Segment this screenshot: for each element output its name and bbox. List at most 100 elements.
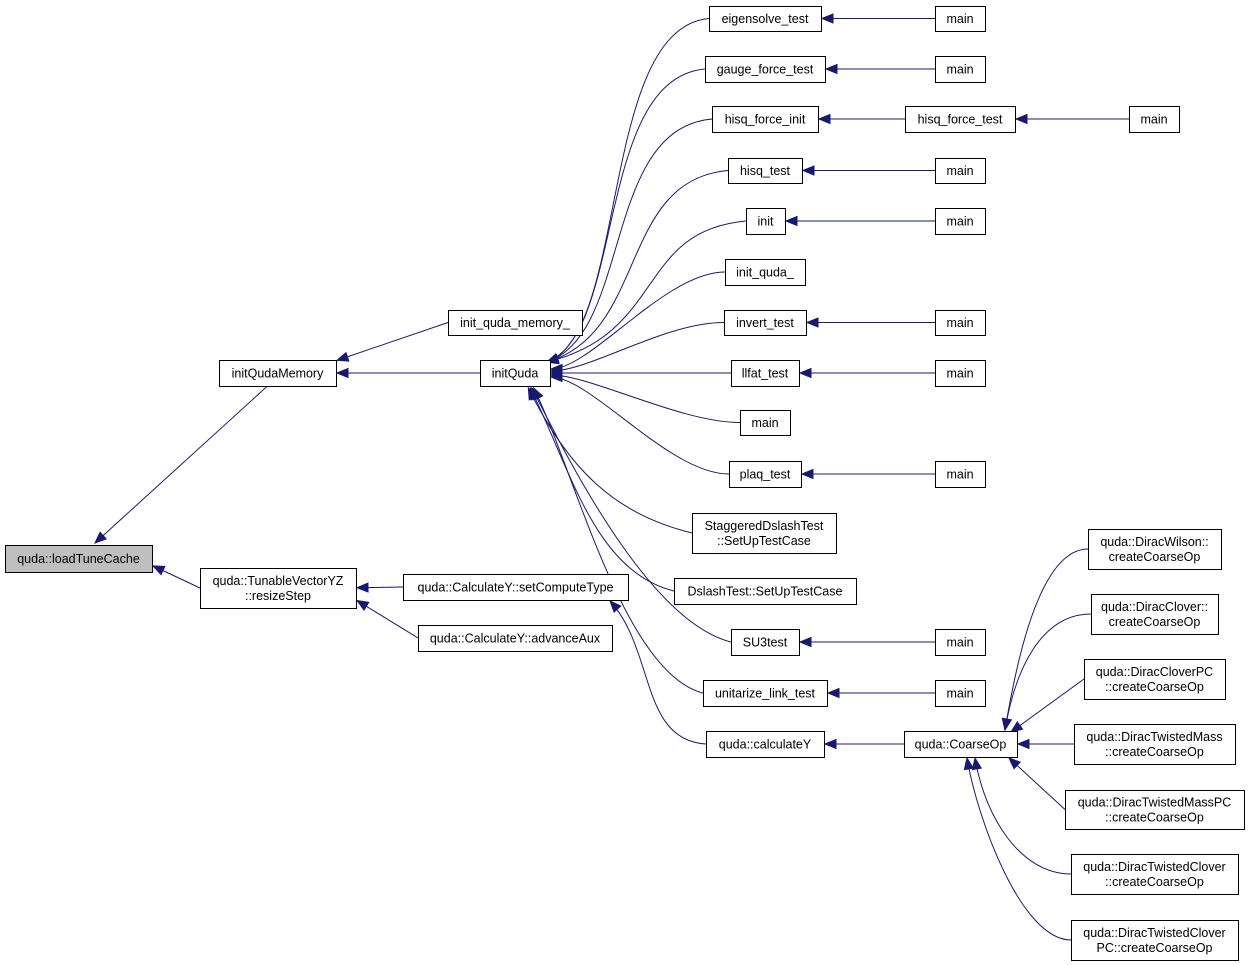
node-hisq_force_test[interactable]: hisq_force_test [905, 106, 1016, 133]
node-box [731, 360, 800, 387]
node-llfat_test[interactable]: llfat_test [731, 360, 800, 387]
node-box [729, 461, 802, 488]
node-label: hisq_force_test [918, 113, 1003, 127]
edge-init-to-initQuda [545, 220, 747, 365]
node-box [740, 410, 791, 436]
node-label: SU3test [743, 636, 788, 650]
node-eigensolve_test[interactable]: eigensolve_test [709, 6, 822, 32]
node-init_quda_[interactable]: init_quda_ [725, 259, 806, 286]
arrowhead-icon [826, 687, 840, 699]
arrowhead-icon [805, 317, 819, 328]
edge-line [550, 271, 726, 370]
arrowhead-icon [355, 582, 369, 593]
node-label: quda::DiracTwistedMass [1086, 730, 1222, 744]
node-main_iq[interactable]: main [740, 410, 791, 436]
node-label: initQuda [492, 367, 539, 381]
edge-line [609, 600, 707, 745]
node-label: DslashTest::SetUpTestCase [688, 585, 843, 599]
edge-line [550, 374, 741, 423]
edge-line [550, 322, 725, 372]
node-CoarseOp[interactable]: quda::CoarseOp [904, 731, 1018, 758]
edge-unitarize_link_test-to-initQuda [533, 386, 704, 694]
edge-twmasspc-to-CoarseOp [1008, 757, 1066, 810]
node-twclover[interactable]: quda::DiracTwistedClover::createCoarseOp [1071, 854, 1239, 895]
node-label: hisq_test [740, 164, 791, 178]
arrowhead-icon [784, 215, 798, 227]
node-box [418, 625, 613, 652]
node-label: quda::loadTuneCache [17, 552, 140, 566]
arrowhead-icon [1008, 757, 1022, 770]
node-twmasspc[interactable]: quda::DiracTwistedMassPC::createCoarseOp [1065, 790, 1245, 830]
node-initQudaMemory[interactable]: initQudaMemory [219, 360, 337, 387]
node-box [5, 545, 153, 573]
node-main_eig[interactable]: main [935, 6, 986, 32]
edge-line [1010, 678, 1085, 733]
node-label: plaq_test [740, 468, 791, 482]
edge-twcloverpc-to-CoarseOp [963, 756, 1072, 941]
node-main_gauge[interactable]: main [935, 56, 986, 83]
node-clover[interactable]: quda::DiracClover::createCoarseOp [1091, 594, 1219, 635]
node-init_quda_memory_[interactable]: init_quda_memory_ [448, 310, 583, 336]
edge-initQudaMemory-to-loadTuneCache [94, 385, 268, 544]
node-main_su3[interactable]: main [935, 629, 986, 656]
node-twmass[interactable]: quda::DiracTwistedMass::createCoarseOp [1074, 724, 1236, 765]
node-wilson[interactable]: quda::DiracWilson::createCoarseOp [1088, 529, 1222, 570]
node-main_invert[interactable]: main [935, 310, 986, 336]
node-dslash_setup[interactable]: DslashTest::SetUpTestCase [674, 578, 857, 605]
edges-layer [94, 13, 1129, 941]
node-label: quda::DiracCloverPC [1096, 665, 1213, 679]
node-label: init [758, 215, 775, 229]
node-label: quda::CalculateY::setComputeType [418, 581, 614, 595]
node-label: quda::TunableVectorYZ [213, 574, 344, 588]
node-gauge_force_test[interactable]: gauge_force_test [705, 56, 826, 83]
node-main_hisqf[interactable]: main [1129, 106, 1180, 133]
node-label: quda::DiracClover:: [1101, 600, 1208, 614]
edge-main_su3-to-SU3test [798, 636, 935, 648]
node-label: quda::DiracTwistedClover [1083, 860, 1225, 874]
node-twcloverpc[interactable]: quda::DiracTwistedCloverPC::createCoarse… [1071, 920, 1239, 961]
node-box [725, 259, 806, 286]
node-main_unit[interactable]: main [935, 680, 986, 707]
node-box [692, 513, 837, 554]
node-label: main [946, 687, 973, 701]
node-cloverpc[interactable]: quda::DiracCloverPC::createCoarseOp [1084, 659, 1226, 700]
node-main_hisq[interactable]: main [935, 158, 986, 184]
node-advanceAux[interactable]: quda::CalculateY::advanceAux [418, 625, 613, 652]
node-hisq_force_init[interactable]: hisq_force_init [712, 106, 819, 133]
node-hisq_test[interactable]: hisq_test [728, 158, 803, 184]
node-loadTuneCache[interactable]: quda::loadTuneCache [5, 545, 153, 573]
edge-resizeStep-to-loadTuneCache [151, 565, 201, 589]
node-box [1084, 659, 1226, 700]
nodes-layer: quda::loadTuneCache initQudaMemoryquda::T… [5, 6, 1245, 961]
node-resizeStep[interactable]: quda::TunableVectorYZ::resizeStep [200, 568, 357, 609]
arrowhead-icon [151, 565, 166, 576]
node-init[interactable]: init [746, 208, 786, 235]
edge-line [94, 385, 268, 544]
node-label: main [946, 316, 973, 330]
node-main_init[interactable]: main [935, 208, 986, 235]
node-initQuda[interactable]: initQuda [480, 360, 551, 387]
node-setComputeType[interactable]: quda::CalculateY::setComputeType [403, 574, 629, 601]
node-plaq_test[interactable]: plaq_test [729, 461, 802, 488]
arrowhead-icon [533, 386, 544, 401]
arrowhead-icon [1014, 113, 1028, 125]
edge-initQuda-to-initQudaMemory [335, 367, 480, 379]
node-label: createCoarseOp [1109, 550, 1201, 564]
node-label: quda::calculateY [719, 738, 812, 752]
edge-line [1004, 548, 1089, 731]
edge-setComputeType-to-resizeStep [355, 582, 404, 593]
node-SU3test[interactable]: SU3test [731, 629, 800, 656]
node-box [1071, 920, 1239, 961]
node-staggered_setup[interactable]: StaggeredDslashTest::SetUpTestCase [692, 513, 837, 554]
node-invert_test[interactable]: invert_test [724, 310, 807, 336]
arrowhead-icon [335, 351, 350, 362]
arrowhead-icon [801, 165, 815, 176]
node-main_plaq[interactable]: main [935, 461, 986, 488]
node-label: quda::CalculateY::advanceAux [430, 632, 601, 646]
node-label: quda::DiracWilson:: [1100, 535, 1208, 549]
node-main_llfat[interactable]: main [935, 360, 986, 387]
node-unitarize_link_test[interactable]: unitarize_link_test [703, 680, 828, 707]
arrowhead-icon [823, 738, 837, 750]
node-calculateY[interactable]: quda::calculateY [706, 731, 825, 758]
